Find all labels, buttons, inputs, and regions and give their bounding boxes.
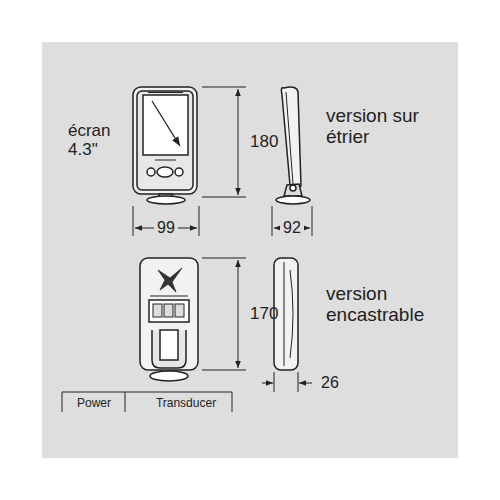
version-title: version sur étrier <box>326 106 456 148</box>
side-view-bracket <box>276 87 310 204</box>
dimension-value: 26 <box>321 374 339 392</box>
dimension-lines <box>62 87 312 412</box>
back-view <box>140 258 198 381</box>
background-panel <box>42 42 458 458</box>
dimension-value: 180 <box>250 133 300 152</box>
version-title: version encastrable <box>326 284 456 326</box>
dimension-value: 92 <box>280 219 304 237</box>
cable-label: Power <box>77 397 111 410</box>
screen-size-label: écran 4.3" <box>68 122 138 159</box>
dimension-value: 170 <box>250 305 300 324</box>
dimension-value: 99 <box>154 219 178 237</box>
front-view <box>133 87 197 204</box>
cable-label: Transducer <box>156 397 216 410</box>
